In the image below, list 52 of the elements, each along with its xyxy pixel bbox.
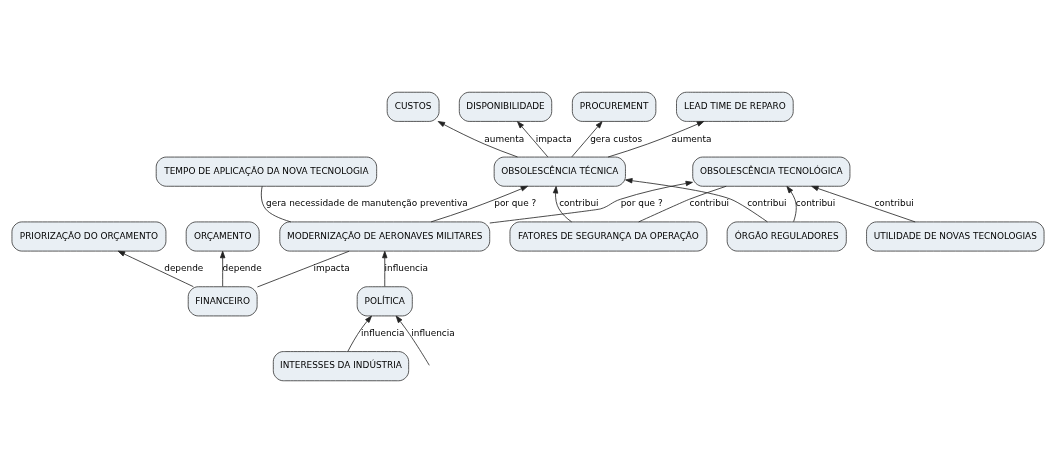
arrow: [430, 185, 528, 222]
edge-label: contribui: [747, 197, 787, 208]
edge-label: gera custos: [590, 133, 643, 144]
edge-label: influencia: [411, 327, 455, 338]
node-box: CUSTOS: [386, 91, 440, 122]
edge-label: contribui: [689, 197, 730, 208]
node-box: UTILIDADE DE NOVAS TECNOLOGIAS: [866, 221, 1045, 251]
node-box: MODERNIZAÇÃO DE AERONAVES MILITARES: [279, 221, 491, 251]
arrow: [625, 177, 768, 222]
connector: [260, 185, 292, 222]
arrow: [117, 250, 194, 287]
arrow: [347, 315, 372, 352]
edge-label: por que ?: [620, 197, 663, 208]
edge-label: aumenta: [484, 133, 525, 144]
edge-label: influencia: [384, 262, 428, 273]
node-box: DISPONIBILIDADE: [458, 91, 553, 122]
arrow: [220, 250, 226, 287]
node-box: TEMPO DE APLICAÇÃO DA NOVA TECNOLOGIA: [155, 156, 378, 187]
node-box: PROCUREMENT: [571, 91, 657, 122]
arrow: [517, 120, 549, 157]
arrow: [607, 120, 705, 157]
arrow: [786, 185, 797, 222]
arrow: [489, 180, 693, 223]
edge-label: influencia: [361, 327, 405, 338]
edge-label: impacta: [313, 262, 350, 273]
arrow: [395, 315, 430, 366]
node-box: OBSOLESCÊNCIA TÉCNICA: [493, 156, 626, 187]
edge-label: contribui: [874, 197, 914, 208]
edge-label: aumenta: [671, 133, 712, 144]
arrow: [571, 120, 603, 157]
edge-label: contribui: [559, 197, 599, 208]
connector: [257, 250, 350, 287]
arrow: [382, 250, 388, 287]
edge-label: contribui: [795, 197, 836, 208]
connector: [638, 185, 727, 222]
arrow: [552, 185, 573, 222]
node-box: INTERESSES DA INDÚSTRIA: [272, 350, 410, 381]
node-box: FINANCEIRO: [187, 285, 258, 316]
node-box: OBSOLESCÊNCIA TECNOLÓGICA: [692, 156, 851, 187]
node-box: ORÇAMENTO: [185, 221, 260, 251]
edge-label: depende: [164, 262, 204, 273]
node-box: LEAD TIME DE REPARO: [676, 91, 794, 122]
node-box: FATORES DE SEGURANÇA DA OPERAÇÃO: [509, 221, 708, 251]
arrow: [811, 185, 916, 222]
node-box: POLÍTICA: [356, 285, 413, 316]
node-box: ÓRGÃO REGULADORES: [726, 221, 847, 251]
edge-label: por que ?: [494, 197, 537, 208]
arrow: [437, 120, 518, 157]
edge-label: gera necessidade de manutenção preventiva: [266, 197, 468, 208]
node-box: PRIORIZAÇÃO DO ORÇAMENTO: [11, 221, 167, 251]
edge-label: depende: [222, 262, 262, 273]
edge-label: impacta: [535, 133, 572, 144]
